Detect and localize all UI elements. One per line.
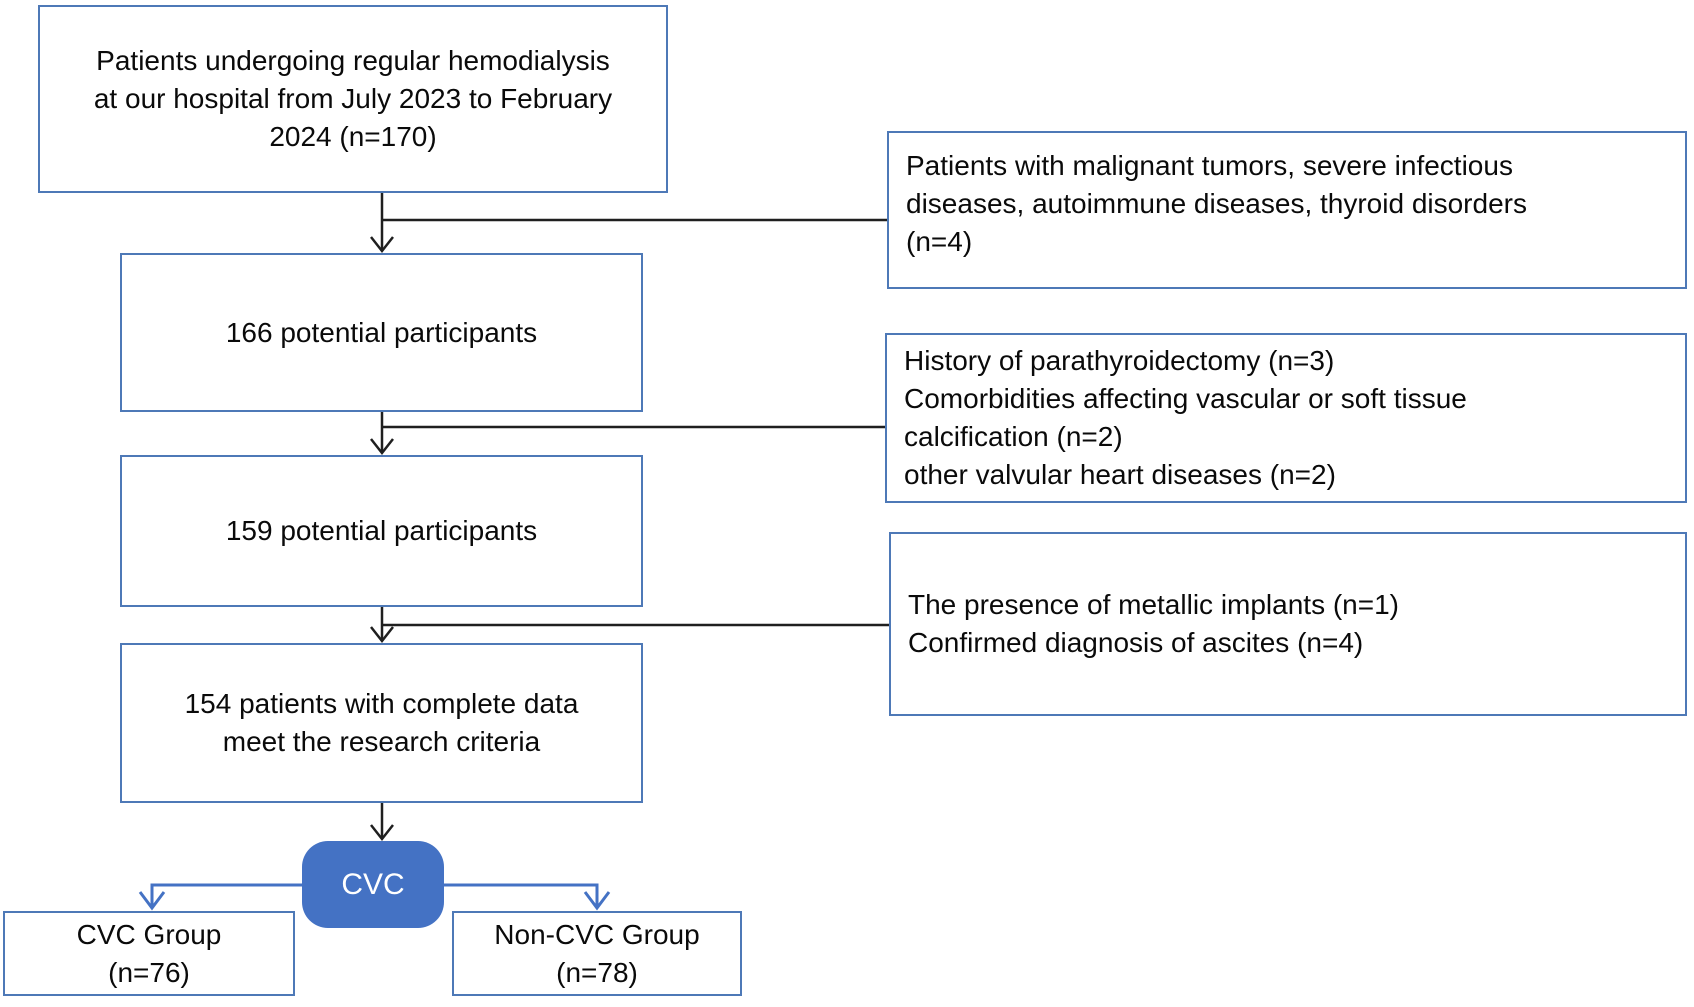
- text-line: CVC Group: [76, 918, 222, 950]
- text-line: (n=76): [108, 956, 190, 988]
- text-line: meet the research criteria: [222, 726, 541, 757]
- box-potential-166: 166 potential participants: [120, 253, 643, 412]
- text-line: Non-CVC Group: [494, 918, 700, 950]
- text-line: CVC: [341, 867, 405, 901]
- box-complete-154: 154 patients with complete data meet the…: [120, 643, 643, 803]
- text-line: 159 potential participants: [225, 515, 538, 546]
- box-excluded-2: History of parathyroidectomy (n=3) Comor…: [885, 333, 1687, 503]
- text-line: 166 potential participants: [225, 316, 538, 348]
- arrow-154-to-cvc: [370, 803, 394, 842]
- box-excluded-3: The presence of metallic implants (n=1) …: [889, 532, 1687, 716]
- text-line: (n=4): [906, 226, 973, 257]
- arrow-159-to-154: [370, 607, 394, 644]
- node-cvc-split: CVC: [302, 841, 444, 928]
- text-line: History of parathyroidectomy (n=3): [904, 345, 1335, 376]
- text-line: 154 patients with complete data: [184, 688, 579, 719]
- arrow-cvc-to-cvc-group: [138, 883, 302, 911]
- text-line: at our hospital from July 2023 to Februa…: [93, 83, 613, 114]
- text-line: Patients undergoing regular hemodialysis: [96, 45, 610, 76]
- text-line: other valvular heart diseases (n=2): [904, 459, 1336, 490]
- arrow-enrollment-to-166: [370, 193, 394, 254]
- text-line: diseases, autoimmune diseases, thyroid d…: [906, 188, 1527, 219]
- text-line: calcification (n=2): [904, 421, 1123, 452]
- text-line: 2024 (n=170): [269, 121, 437, 152]
- text-line: The presence of metallic implants (n=1): [908, 589, 1399, 620]
- arrow-166-to-159: [370, 412, 394, 456]
- text-line: Comorbidities affecting vascular or soft…: [904, 383, 1467, 414]
- box-cvc-group: CVC Group (n=76): [3, 911, 295, 996]
- text-line: Patients with malignant tumors, severe i…: [906, 150, 1513, 181]
- box-excluded-1: Patients with malignant tumors, severe i…: [887, 131, 1687, 289]
- box-non-cvc-group: Non-CVC Group (n=78): [452, 911, 742, 996]
- arrow-cvc-to-non-cvc-group: [443, 883, 611, 911]
- text-line: (n=78): [556, 956, 638, 988]
- text-line: Confirmed diagnosis of ascites (n=4): [908, 627, 1364, 658]
- box-enrollment: Patients undergoing regular hemodialysis…: [38, 5, 668, 193]
- box-potential-159: 159 potential participants: [120, 455, 643, 607]
